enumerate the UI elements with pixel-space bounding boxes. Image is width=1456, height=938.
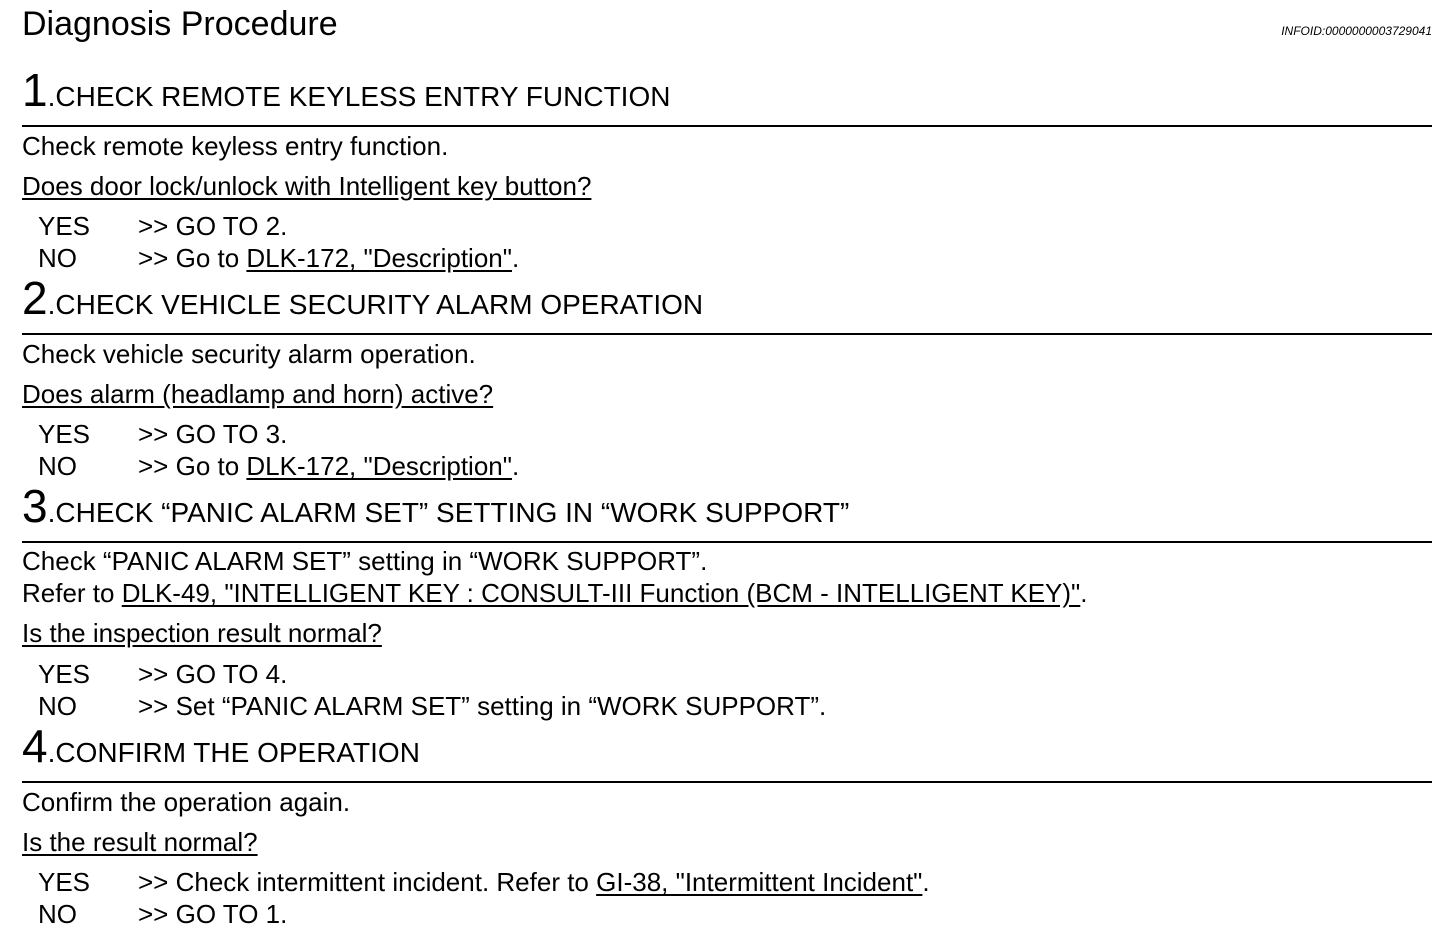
no-label: NO (38, 899, 77, 929)
no-action: >> Set “PANIC ALARM SET” setting in “WOR… (138, 691, 827, 721)
yes-label: YES (38, 659, 91, 689)
step-4-header: 4.CONFIRM THE OPERATION (22, 722, 420, 777)
yes-label: YES (38, 211, 91, 241)
step-instruction: Check vehicle security alarm operation. (22, 339, 476, 369)
yes-action-suffix: . (922, 867, 930, 897)
step-number: 3 (22, 480, 48, 532)
step-1-header: 1.CHECK REMOTE KEYLESS ENTRY FUNCTION (22, 66, 670, 121)
reference-link[interactable]: DLK-172, "Description" (246, 451, 512, 481)
yes-label: YES (38, 419, 91, 449)
reference-link[interactable]: DLK-172, "Description" (246, 243, 512, 273)
step-number: 1 (22, 64, 48, 116)
yes-action: >> GO TO 3. (138, 419, 288, 449)
refer-suffix: . (1080, 578, 1088, 608)
yes-label: YES (38, 867, 91, 897)
divider (22, 781, 1432, 783)
step-question: Does alarm (headlamp and horn) active? (22, 379, 494, 409)
step-number: 2 (22, 272, 48, 324)
step-dot: . (47, 737, 56, 768)
step-instruction: Confirm the operation again. (22, 787, 351, 817)
no-label: NO (38, 243, 77, 273)
step-question: Is the result normal? (22, 827, 258, 857)
no-action-prefix: >> Go to (138, 451, 247, 481)
step-number: 4 (22, 720, 48, 772)
step-dot: . (47, 497, 56, 528)
step-dot: . (47, 81, 56, 112)
step-title: CONFIRM THE OPERATION (55, 737, 420, 768)
no-action-suffix: . (511, 243, 520, 273)
divider (22, 333, 1432, 335)
refer-prefix: Refer to (22, 578, 122, 608)
yes-action: >> GO TO 2. (138, 211, 288, 241)
no-action-prefix: >> Go to (138, 243, 247, 273)
step-2-header: 2.CHECK VEHICLE SECURITY ALARM OPERATION (22, 274, 703, 329)
step-question: Is the inspection result normal? (22, 618, 382, 648)
step-instruction: Check remote keyless entry function. (22, 131, 449, 161)
step-title: CHECK “PANIC ALARM SET” SETTING IN “WORK… (55, 497, 850, 528)
no-label: NO (38, 451, 77, 481)
reference-link[interactable]: GI-38, "Intermittent Incident" (596, 867, 923, 897)
reference-link[interactable]: DLK-49, "INTELLIGENT KEY : CONSULT-III F… (121, 578, 1081, 608)
no-action: >> Go to DLK-172, "Description". (138, 242, 519, 274)
step-instruction: Check “PANIC ALARM SET” setting in “WORK… (22, 546, 708, 576)
divider (22, 541, 1432, 543)
step-dot: . (47, 289, 56, 320)
no-action-suffix: . (511, 451, 520, 481)
yes-action: >> GO TO 4. (138, 659, 288, 689)
step-title: CHECK VEHICLE SECURITY ALARM OPERATION (55, 289, 704, 320)
step-question: Does door lock/unlock with Intelligent k… (22, 171, 592, 201)
no-action: >> GO TO 1. (138, 899, 288, 929)
divider (22, 125, 1432, 127)
yes-action: >> Check intermittent incident. Refer to… (138, 866, 930, 898)
yes-action-prefix: >> Check intermittent incident. Refer to (138, 867, 597, 897)
step-3-header: 3.CHECK “PANIC ALARM SET” SETTING IN “WO… (22, 482, 849, 537)
info-id: INFOID:0000000003729041 (1281, 24, 1432, 38)
no-action: >> Go to DLK-172, "Description". (138, 450, 519, 482)
no-label: NO (38, 691, 77, 721)
page-title: Diagnosis Procedure (22, 5, 338, 43)
step-title: CHECK REMOTE KEYLESS ENTRY FUNCTION (55, 81, 671, 112)
refer-line: Refer to DLK-49, "INTELLIGENT KEY : CONS… (22, 577, 1088, 609)
